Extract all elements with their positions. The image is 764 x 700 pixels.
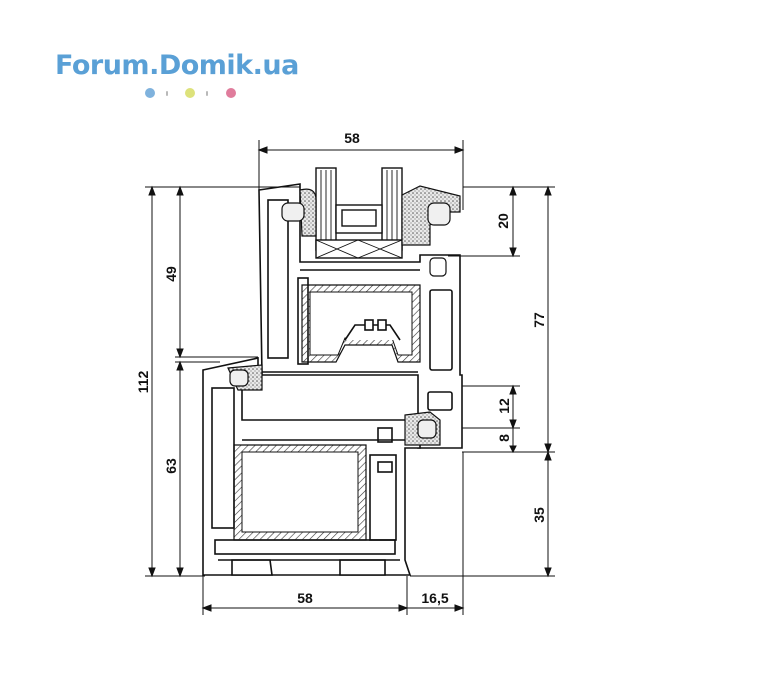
frame-profile	[202, 357, 421, 576]
dim-frame-height: 63	[163, 458, 179, 474]
dim-glazing-bead: 20	[495, 213, 511, 229]
dim-total-height: 112	[135, 370, 151, 393]
dimension-labels: 58 20 49 112 63 77 12 8 35 58 16,5	[135, 130, 547, 606]
site-logo[interactable]: Forum.Domik.ua	[55, 50, 299, 81]
dim-right-lower: 35	[531, 507, 547, 523]
logo-dot-blue	[145, 88, 155, 98]
dim-bottom-width: 58	[297, 590, 313, 606]
dim-overlap: 8	[496, 434, 512, 442]
logo-dot-yellow	[185, 88, 195, 98]
sash-profile	[258, 183, 463, 449]
dim-rebate: 12	[496, 398, 512, 414]
logo-dot-separator	[206, 91, 208, 96]
logo-dot-separator	[166, 91, 168, 96]
dim-bottom-offset: 16,5	[421, 590, 448, 606]
sash-seals	[281, 185, 461, 277]
glazing-unit	[315, 167, 403, 259]
dim-sash-height: 49	[163, 266, 179, 282]
frame-seals	[227, 364, 441, 446]
dim-top-width: 58	[344, 130, 360, 146]
logo-dot-pink	[226, 88, 236, 98]
logo-dots	[145, 88, 245, 102]
dim-right-upper: 77	[531, 312, 547, 328]
dimension-lines	[145, 140, 555, 615]
